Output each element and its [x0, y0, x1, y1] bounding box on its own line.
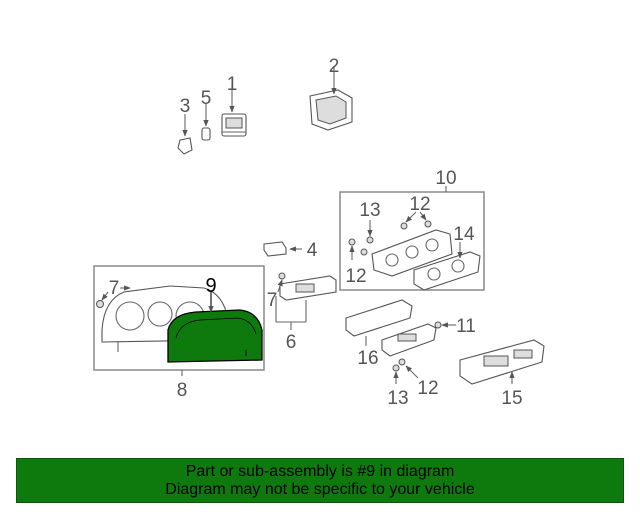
group-box-8	[93, 265, 265, 371]
banner-line-2: Diagram may not be specific to your vehi…	[165, 481, 475, 498]
part-9-highlighted[interactable]: 9	[167, 275, 263, 363]
part-7-screw-mid[interactable]: 7	[267, 272, 286, 311]
banner-line-1: Part or sub-assembly is #9 in diagram	[185, 463, 455, 480]
part-6[interactable]: 6	[275, 275, 337, 353]
label-7-mid: 7	[267, 290, 278, 311]
part-13-screw-bottom[interactable]: 13	[387, 364, 409, 409]
part-3[interactable]: 3	[177, 96, 193, 155]
part-5[interactable]: 5	[201, 88, 212, 141]
info-banner: Part or sub-assembly is #9 in diagram Di…	[16, 458, 624, 503]
label-9: 9	[205, 275, 216, 297]
part-15[interactable]: 15	[459, 339, 545, 409]
part-12-screw-left[interactable]: 12	[345, 238, 368, 287]
label-6: 6	[286, 332, 297, 353]
part-7-screw-left[interactable]: 7	[96, 278, 131, 308]
label-12-top: 12	[409, 194, 430, 215]
label-1: 1	[227, 74, 238, 95]
part-11[interactable]: 11	[381, 316, 476, 357]
label-3: 3	[180, 96, 191, 117]
group-box-10	[339, 191, 485, 291]
label-12-left: 12	[345, 266, 366, 287]
label-4: 4	[307, 240, 318, 261]
label-15: 15	[501, 388, 522, 409]
label-2: 2	[329, 56, 340, 77]
part-4[interactable]: 4	[263, 240, 318, 261]
label-10: 10	[435, 168, 456, 189]
label-11: 11	[456, 316, 476, 337]
label-14: 14	[453, 224, 475, 245]
part-12-screw-top[interactable]: 12	[400, 194, 432, 230]
label-16: 16	[357, 348, 378, 369]
label-7-left: 7	[109, 278, 120, 299]
part-2[interactable]: 2	[309, 56, 353, 131]
part-12-screw-bottom[interactable]: 12	[398, 358, 439, 399]
part-13-screw-top[interactable]: 13	[359, 200, 381, 244]
label-13-top: 13	[359, 200, 380, 221]
label-5: 5	[201, 88, 212, 109]
part-1[interactable]: 1	[221, 74, 247, 137]
label-8: 8	[177, 380, 188, 401]
label-12-bottom: 12	[417, 378, 438, 399]
part-14-control-panel[interactable]: 14	[371, 224, 481, 291]
label-13-bottom: 13	[387, 388, 408, 409]
part-16[interactable]: 16	[345, 299, 413, 369]
